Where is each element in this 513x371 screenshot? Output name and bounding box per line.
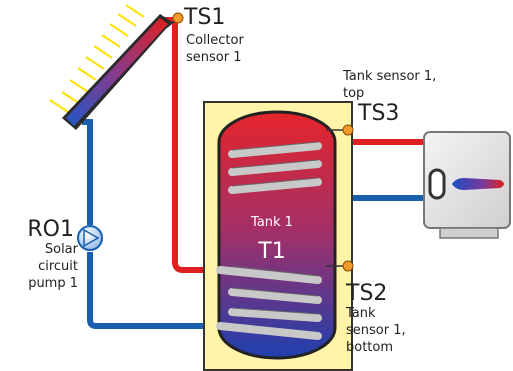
ro1-desc-line1: Solar <box>45 242 79 257</box>
tank-name-label: Tank 1 <box>250 215 293 230</box>
ts3-desc-line2: top <box>343 86 364 101</box>
ro1-desc-line3: pump 1 <box>28 276 78 291</box>
ts3-desc-line1: Tank sensor 1, <box>342 69 436 84</box>
tank-id-label: T1 <box>257 239 285 264</box>
temperature-sensor-ts3-icon <box>326 124 354 136</box>
ts1-label: TS1 <box>183 5 225 30</box>
lower-heat-coil-edge <box>231 265 319 315</box>
ts3-label: TS3 <box>357 101 399 126</box>
upper-heat-coil-edge <box>231 141 319 187</box>
cold-return-pipe-outline <box>82 122 214 326</box>
sun-rays-icon <box>49 4 145 113</box>
upper-heat-coil <box>228 142 322 194</box>
ts1-desc-line2: sensor 1 <box>186 50 242 65</box>
temperature-sensor-icon <box>165 12 184 29</box>
ts2-label: TS2 <box>345 281 387 306</box>
ro1-label: RO1 <box>27 217 74 242</box>
cold-return-pipe <box>82 119 214 329</box>
temperature-sensor-ts2-icon <box>326 260 354 272</box>
auxiliary-heater-icon <box>423 131 511 239</box>
ts2-desc-line1: Tank <box>345 306 376 321</box>
pump-icon <box>77 225 103 251</box>
ts2-desc-line3: bottom <box>346 340 393 355</box>
lower-heat-coil <box>216 266 322 340</box>
ts1-desc-line1: Collector <box>186 33 244 48</box>
ts2-desc-line2: sensor 1, <box>346 323 406 338</box>
solar-collector-icon <box>62 14 172 130</box>
ro1-desc-line2: circuit <box>38 259 78 274</box>
hot-flow-pipe <box>162 17 214 273</box>
